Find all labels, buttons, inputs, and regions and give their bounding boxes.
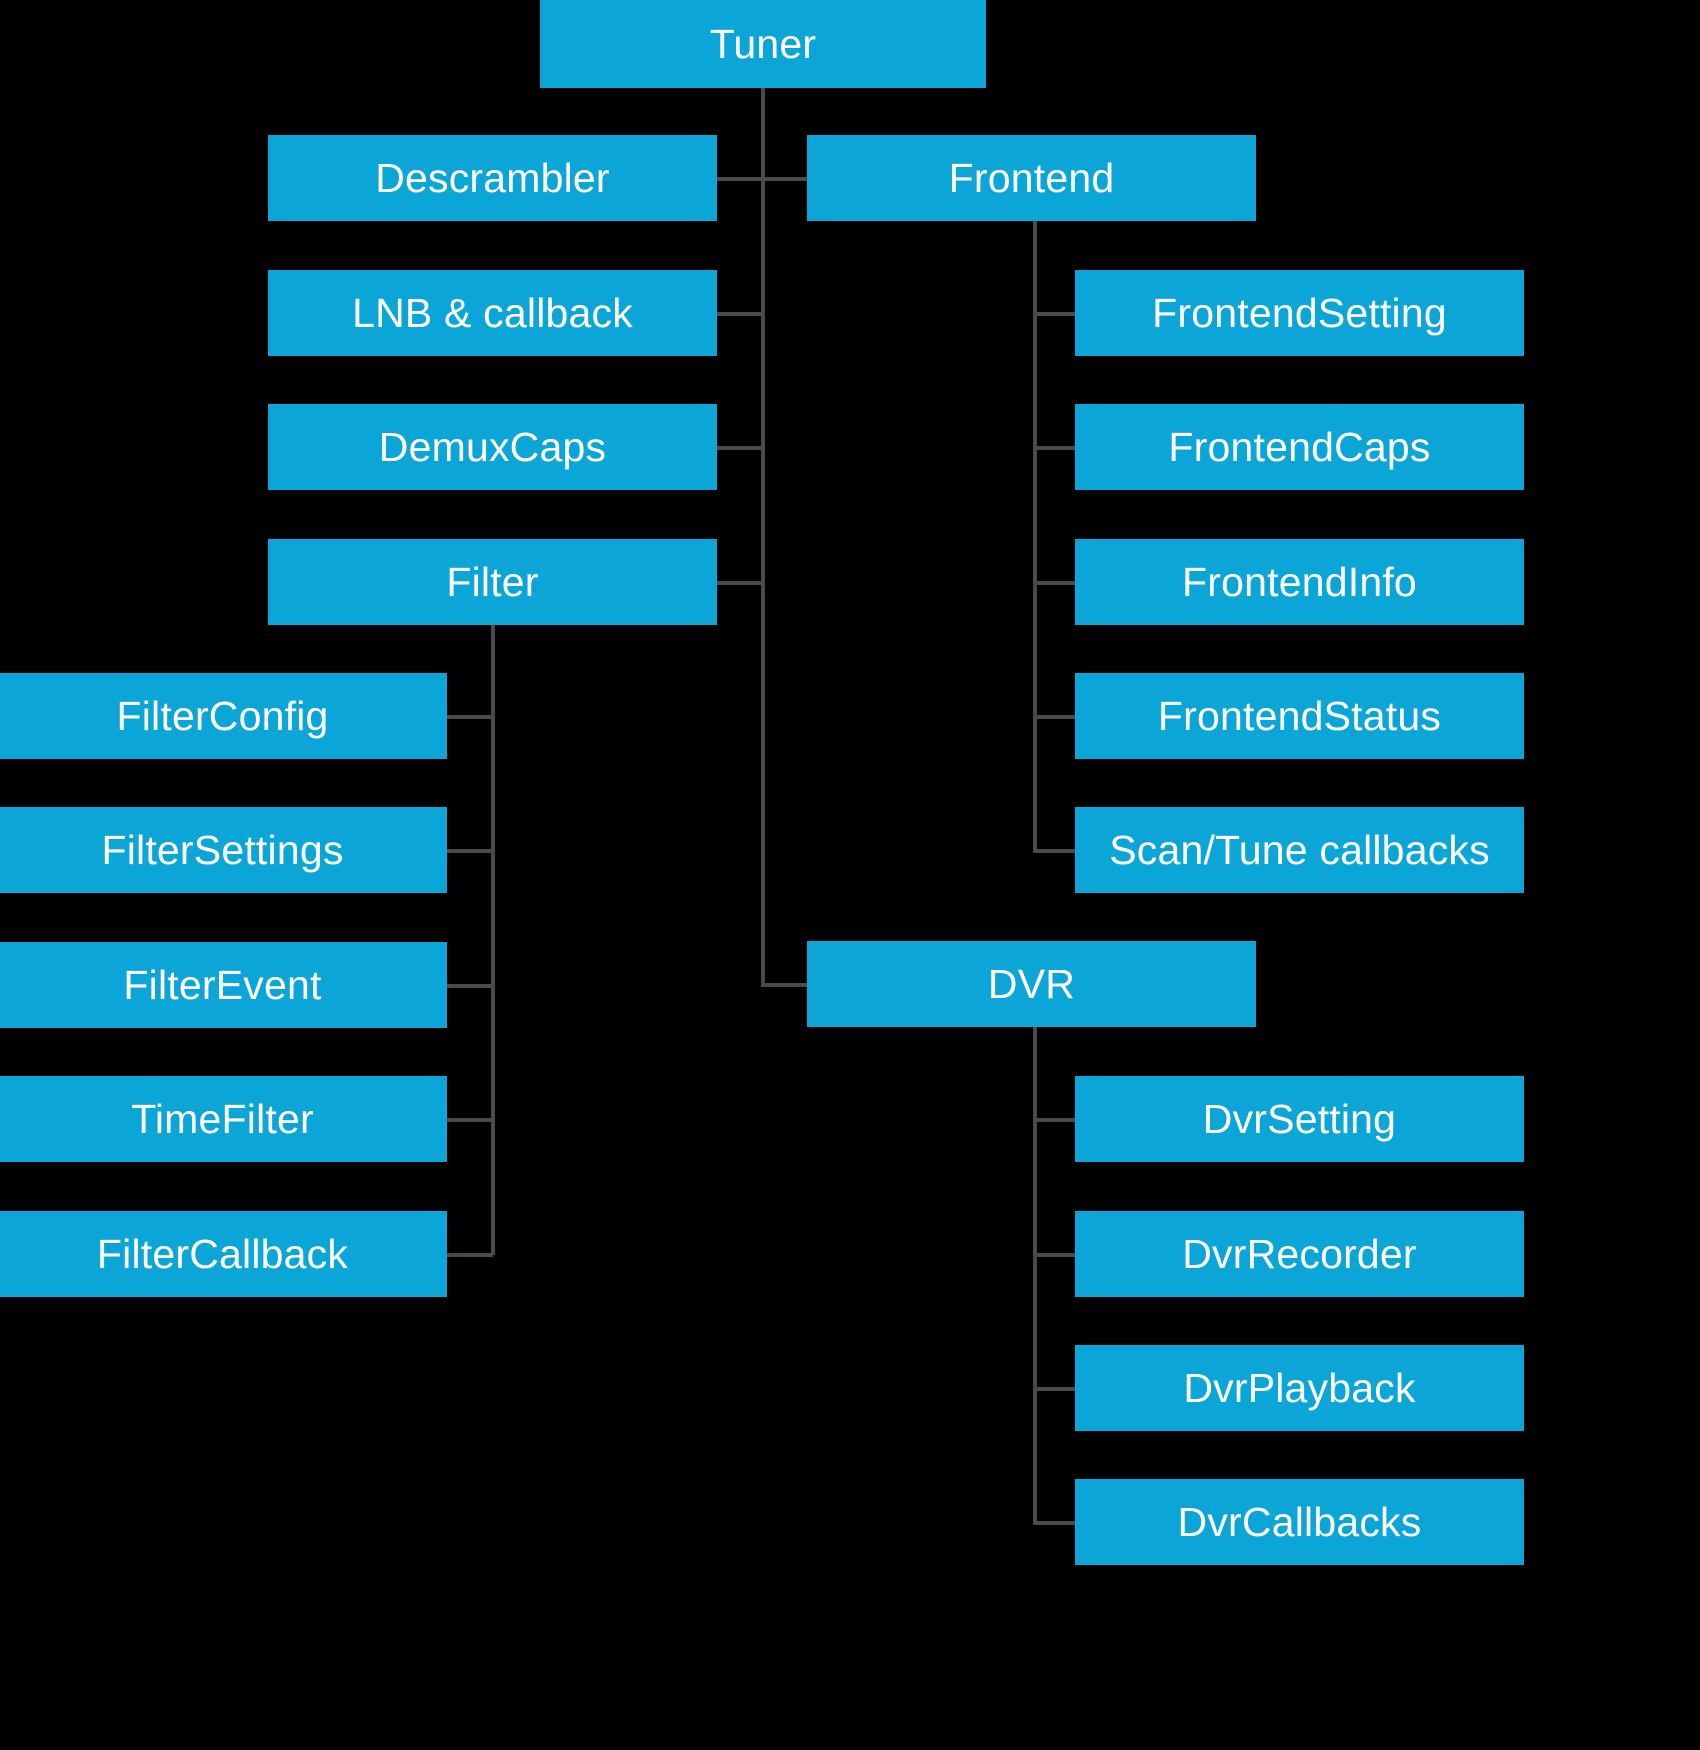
node-dvr-label: DVR bbox=[987, 960, 1076, 1007]
node-descrambler[interactable]: Descrambler bbox=[268, 135, 717, 221]
edge-filter-spine bbox=[491, 624, 495, 1255]
edge-frontend-to-frontendcaps bbox=[1033, 446, 1079, 450]
node-filtercallback[interactable]: FilterCallback bbox=[0, 1211, 447, 1297]
node-frontendstatus[interactable]: FrontendStatus bbox=[1075, 673, 1524, 759]
node-frontend-label: Frontend bbox=[948, 154, 1115, 201]
edge-root-to-filter bbox=[717, 581, 763, 585]
node-frontendsetting[interactable]: FrontendSetting bbox=[1075, 270, 1524, 356]
edge-filter-to-filtersettings bbox=[447, 849, 493, 853]
edge-root-to-descrambler bbox=[717, 177, 763, 181]
node-dvrplayback-label: DvrPlayback bbox=[1183, 1364, 1416, 1411]
edge-dvr-to-dvrcallbacks bbox=[1033, 1521, 1079, 1525]
edge-filter-to-timefilter bbox=[447, 1118, 493, 1122]
edge-frontend-to-frontendstatus bbox=[1033, 715, 1079, 719]
edge-dvr-spine bbox=[1033, 1027, 1037, 1522]
node-filtersettings[interactable]: FilterSettings bbox=[0, 807, 447, 893]
node-dvrcallbacks[interactable]: DvrCallbacks bbox=[1075, 1479, 1524, 1565]
node-filtercallback-label: FilterCallback bbox=[96, 1230, 349, 1277]
node-frontendcaps-label: FrontendCaps bbox=[1168, 423, 1431, 470]
edge-root-to-demuxcaps bbox=[717, 446, 763, 450]
node-frontendsetting-label: FrontendSetting bbox=[1152, 289, 1447, 336]
edge-frontend-to-frontendinfo bbox=[1033, 581, 1079, 585]
node-dvrsetting[interactable]: DvrSetting bbox=[1075, 1076, 1524, 1162]
node-scan-tune-callbacks[interactable]: Scan/Tune callbacks bbox=[1075, 807, 1524, 893]
node-frontendstatus-label: FrontendStatus bbox=[1157, 692, 1442, 739]
node-filter-label: Filter bbox=[446, 558, 539, 605]
node-dvrsetting-label: DvrSetting bbox=[1202, 1095, 1397, 1142]
node-tuner[interactable]: Tuner bbox=[540, 0, 986, 88]
edge-dvr-to-dvrplayback bbox=[1033, 1387, 1079, 1391]
edge-dvr-to-dvrsetting bbox=[1033, 1118, 1079, 1122]
node-filterconfig-label: FilterConfig bbox=[116, 692, 329, 739]
node-timefilter[interactable]: TimeFilter bbox=[0, 1076, 447, 1162]
node-frontend[interactable]: Frontend bbox=[807, 135, 1256, 221]
edge-filter-to-filtercallback bbox=[447, 1253, 493, 1257]
edge-frontend-to-frontendsetting bbox=[1033, 312, 1079, 316]
edge-filter-to-filterconfig bbox=[447, 715, 493, 719]
node-demuxcaps[interactable]: DemuxCaps bbox=[268, 404, 717, 490]
edge-root-to-frontend bbox=[761, 177, 807, 181]
node-filterconfig[interactable]: FilterConfig bbox=[0, 673, 447, 759]
node-timefilter-label: TimeFilter bbox=[131, 1095, 314, 1142]
node-demuxcaps-label: DemuxCaps bbox=[378, 423, 607, 470]
edge-dvr-to-dvrrecorder bbox=[1033, 1253, 1079, 1257]
node-frontendcaps[interactable]: FrontendCaps bbox=[1075, 404, 1524, 490]
node-dvrcallbacks-label: DvrCallbacks bbox=[1177, 1498, 1422, 1545]
edge-frontend-to-scantune bbox=[1033, 849, 1079, 853]
node-filterevent[interactable]: FilterEvent bbox=[0, 942, 447, 1028]
node-lnb-callback-label: LNB & callback bbox=[352, 289, 633, 336]
node-tuner-label: Tuner bbox=[709, 20, 817, 67]
node-filter[interactable]: Filter bbox=[268, 539, 717, 625]
node-lnb-callback[interactable]: LNB & callback bbox=[268, 270, 717, 356]
node-dvrrecorder[interactable]: DvrRecorder bbox=[1075, 1211, 1524, 1297]
edge-root-spine bbox=[761, 88, 765, 987]
edge-frontend-spine bbox=[1033, 220, 1037, 851]
edge-root-to-lnb bbox=[717, 312, 763, 316]
node-dvrplayback[interactable]: DvrPlayback bbox=[1075, 1345, 1524, 1431]
node-scan-tune-callbacks-label: Scan/Tune callbacks bbox=[1109, 826, 1490, 873]
node-dvrrecorder-label: DvrRecorder bbox=[1182, 1230, 1417, 1277]
edge-root-to-dvr bbox=[761, 983, 807, 987]
node-dvr[interactable]: DVR bbox=[807, 941, 1256, 1027]
node-filtersettings-label: FilterSettings bbox=[101, 826, 344, 873]
node-frontendinfo[interactable]: FrontendInfo bbox=[1075, 539, 1524, 625]
node-filterevent-label: FilterEvent bbox=[123, 961, 322, 1008]
edge-filter-to-filterevent bbox=[447, 984, 493, 988]
node-descrambler-label: Descrambler bbox=[375, 154, 610, 201]
node-frontendinfo-label: FrontendInfo bbox=[1182, 558, 1417, 605]
